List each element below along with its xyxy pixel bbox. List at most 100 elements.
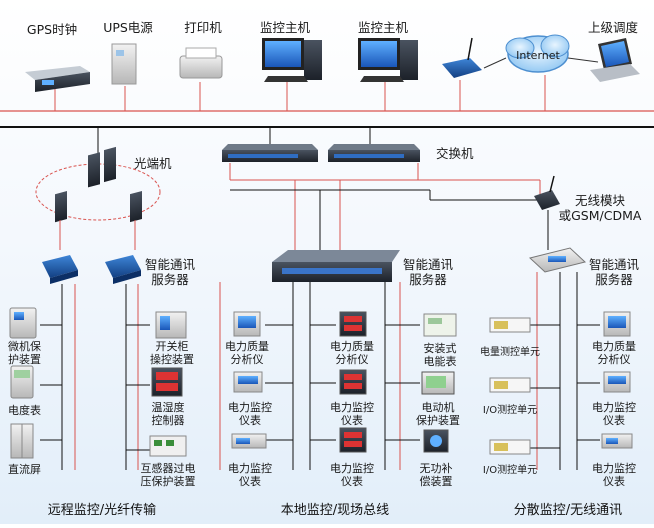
host2-label: 监控主机 (357, 20, 409, 35)
gps-label: GPS时钟 (26, 22, 78, 37)
internet-cloud (505, 34, 570, 73)
col3-label-4: 仪表 (239, 414, 261, 427)
col4-label-6: 仪表 (341, 475, 363, 488)
col3-label-2: 分析仪 (230, 353, 264, 366)
col7-label-3: 电力监控 (592, 401, 636, 414)
col1-label-2: 护装置 (8, 353, 41, 366)
reactive-compensation-device (423, 429, 449, 453)
col2-label-5: 互感器过电 (140, 462, 196, 475)
col2-label-3: 温湿度 (151, 401, 185, 414)
power-quality-analyzer-7a (603, 311, 631, 337)
host1-label: 监控主机 (259, 20, 311, 35)
col7-label-6: 仪表 (603, 475, 625, 488)
power-quality-analyzer-4a (339, 311, 367, 337)
optical-label: 光端机 (134, 156, 172, 171)
monitor-host-1 (262, 38, 322, 82)
wireless-label: 无线模块 (574, 193, 626, 208)
optical-unit-2 (104, 146, 116, 183)
col4-label-5: 电力监控 (330, 462, 374, 475)
col7-label-2: 分析仪 (597, 353, 631, 366)
col4-label-4: 仪表 (341, 414, 363, 427)
footer-remote: 远程监控/光纤传输 (47, 503, 157, 518)
optical-unit-3 (55, 191, 67, 223)
optical-unit-1 (88, 152, 100, 188)
wireless-label-2: 或GSM/CDMA (558, 208, 642, 223)
left-server-a (42, 255, 78, 284)
col1-label-3: 电度表 (8, 404, 41, 417)
right-server (528, 247, 587, 273)
col7-label-4: 仪表 (603, 414, 625, 427)
relay-protection-device (9, 307, 37, 339)
col7-label-1: 电力质量 (592, 340, 636, 353)
power-monitor-7c (601, 433, 633, 449)
optical-unit-4 (130, 190, 142, 223)
col5-label-3: 电动机 (421, 401, 455, 414)
col6-label-1: 电量测控单元 (480, 347, 540, 358)
col5-label-4: 保护装置 (416, 414, 460, 427)
col4-label-1: 电力质量 (330, 340, 374, 353)
col3-label-3: 电力监控 (228, 401, 272, 414)
col3-label-6: 仪表 (239, 475, 261, 488)
monitor-host-2 (358, 38, 418, 82)
router-device (442, 37, 482, 78)
main-server (272, 250, 400, 282)
motor-protection-device (421, 371, 455, 395)
top-connectors (54, 75, 546, 111)
internet-label: Internet (516, 49, 560, 62)
ups-device (111, 43, 137, 85)
col6-label-2: I/O测控单元 (482, 405, 538, 416)
power-monitor-4b (339, 369, 367, 395)
switchgear-controller (155, 311, 187, 339)
col2-label-2: 操控装置 (150, 353, 194, 366)
footer-distributed: 分散监控/无线通讯 (513, 503, 623, 518)
dc-panel-device (10, 423, 34, 459)
gps-clock-device (25, 66, 90, 92)
col2-label-1: 开关柜 (155, 340, 189, 353)
power-monitor-3c (231, 433, 267, 449)
upper-dispatch-label: 上级调度 (587, 20, 639, 35)
switch-label: 交换机 (436, 146, 474, 161)
power-monitor-4c (339, 427, 367, 453)
switch-right (328, 144, 420, 162)
col3-label-1: 电力质量 (225, 340, 269, 353)
server-right-label: 智能通讯 (588, 257, 640, 272)
measure-control-unit (489, 317, 531, 333)
laptop-device (590, 38, 640, 82)
col1-label-1: 微机保 (8, 340, 41, 353)
col5-label-5: 无功补 (419, 462, 453, 475)
col1-label-4: 直流屏 (8, 463, 41, 476)
switch-left (222, 144, 318, 162)
energy-meter-device (10, 365, 34, 399)
server-right-label-2: 服务器 (595, 272, 633, 287)
col3-label-5: 电力监控 (228, 462, 272, 475)
overvoltage-protector (149, 435, 187, 457)
io-control-unit-1 (489, 377, 531, 393)
server-mid-label-2: 服务器 (409, 272, 447, 287)
server-left-label: 智能通讯 (144, 257, 196, 272)
power-monitor-3b (233, 371, 263, 393)
col2-label-4: 控制器 (151, 414, 185, 427)
wireless-module (534, 175, 560, 210)
footer-local: 本地监控/现场总线 (280, 503, 390, 518)
server-mid-label: 智能通讯 (402, 257, 454, 272)
col2-label-6: 压保护装置 (140, 475, 196, 488)
server-left-label-2: 服务器 (151, 272, 189, 287)
printer-device (179, 47, 223, 79)
col6-label-3: I/O测控单元 (482, 465, 538, 476)
col7-label-5: 电力监控 (592, 462, 636, 475)
power-monitor-7b (603, 371, 631, 393)
optical-ring (35, 163, 161, 221)
ups-label: UPS电源 (103, 20, 153, 35)
col4-label-2: 分析仪 (335, 353, 369, 366)
col5-label-6: 偿装置 (419, 475, 453, 488)
power-quality-analyzer-3a (233, 311, 261, 337)
io-control-unit-2 (489, 439, 531, 455)
col5-label-1: 安装式 (423, 342, 457, 355)
left-server-b (105, 255, 141, 284)
switch-links (229, 163, 541, 250)
temp-humidity-controller (151, 367, 183, 397)
installed-energy-meter (423, 313, 457, 337)
col5-label-2: 电能表 (423, 355, 457, 368)
